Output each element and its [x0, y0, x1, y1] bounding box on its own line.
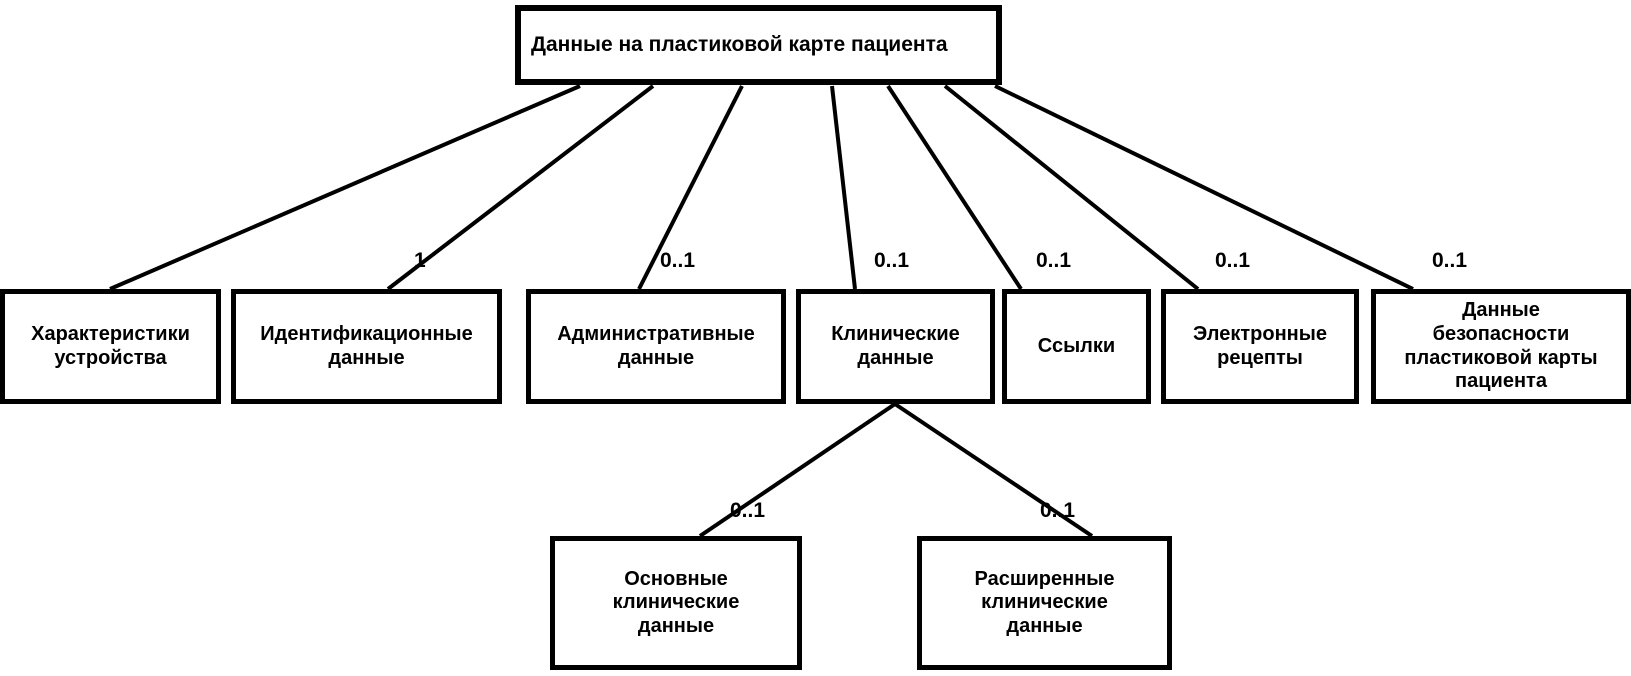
node-administrative-data[interactable]: Административные данные — [526, 289, 786, 404]
node-identification-data-label: Идентификационные данные — [260, 322, 473, 369]
node-root[interactable]: Данные на пластиковой карте пациента — [515, 5, 1002, 85]
edge-line — [386, 84, 655, 291]
cardinality-label-8: 0..1 — [1040, 499, 1076, 522]
cardinality-label-6: 0..1 — [1432, 249, 1468, 272]
cardinality-label-2: 0..1 — [660, 249, 696, 272]
node-clinical-data[interactable]: Клинические данные — [796, 289, 995, 404]
node-device-characteristics[interactable]: Характеристики устройства — [0, 289, 221, 404]
node-electronic-prescriptions[interactable]: Электронные рецепты — [1161, 289, 1359, 404]
node-administrative-data-label: Административные данные — [557, 322, 755, 369]
node-identification-data[interactable]: Идентификационные данные — [231, 289, 502, 404]
cardinality-label-1: 1 — [414, 249, 426, 272]
node-root-label: Данные на пластиковой карте пациента — [531, 32, 948, 56]
cardinality-label-5: 0..1 — [1215, 249, 1251, 272]
cardinality-label-3: 0..1 — [874, 249, 910, 272]
node-electronic-prescriptions-label: Электронные рецепты — [1193, 322, 1327, 369]
node-basic-clinical-data[interactable]: Основные клинические данные — [550, 536, 802, 670]
node-card-security-data[interactable]: Данные безопасности пластиковой карты па… — [1371, 289, 1631, 404]
cardinality-label-7: 0..1 — [730, 499, 766, 522]
node-basic-clinical-data-label: Основные клинические данные — [612, 567, 740, 637]
cardinality-label-4: 0..1 — [1036, 249, 1072, 272]
node-links-label: Ссылки — [1037, 334, 1116, 357]
node-links[interactable]: Ссылки — [1002, 289, 1151, 404]
edge-line — [109, 84, 581, 291]
node-device-characteristics-label: Характеристики устройства — [31, 322, 190, 369]
edge-line — [830, 85, 857, 290]
node-card-security-data-label: Данные безопасности пластиковой карты па… — [1404, 299, 1598, 393]
edge-line — [943, 84, 1200, 291]
node-extended-clinical-data-label: Расширенные клинические данные — [974, 567, 1115, 637]
node-extended-clinical-data[interactable]: Расширенные клинические данные — [917, 536, 1172, 670]
node-clinical-data-label: Клинические данные — [831, 322, 960, 369]
